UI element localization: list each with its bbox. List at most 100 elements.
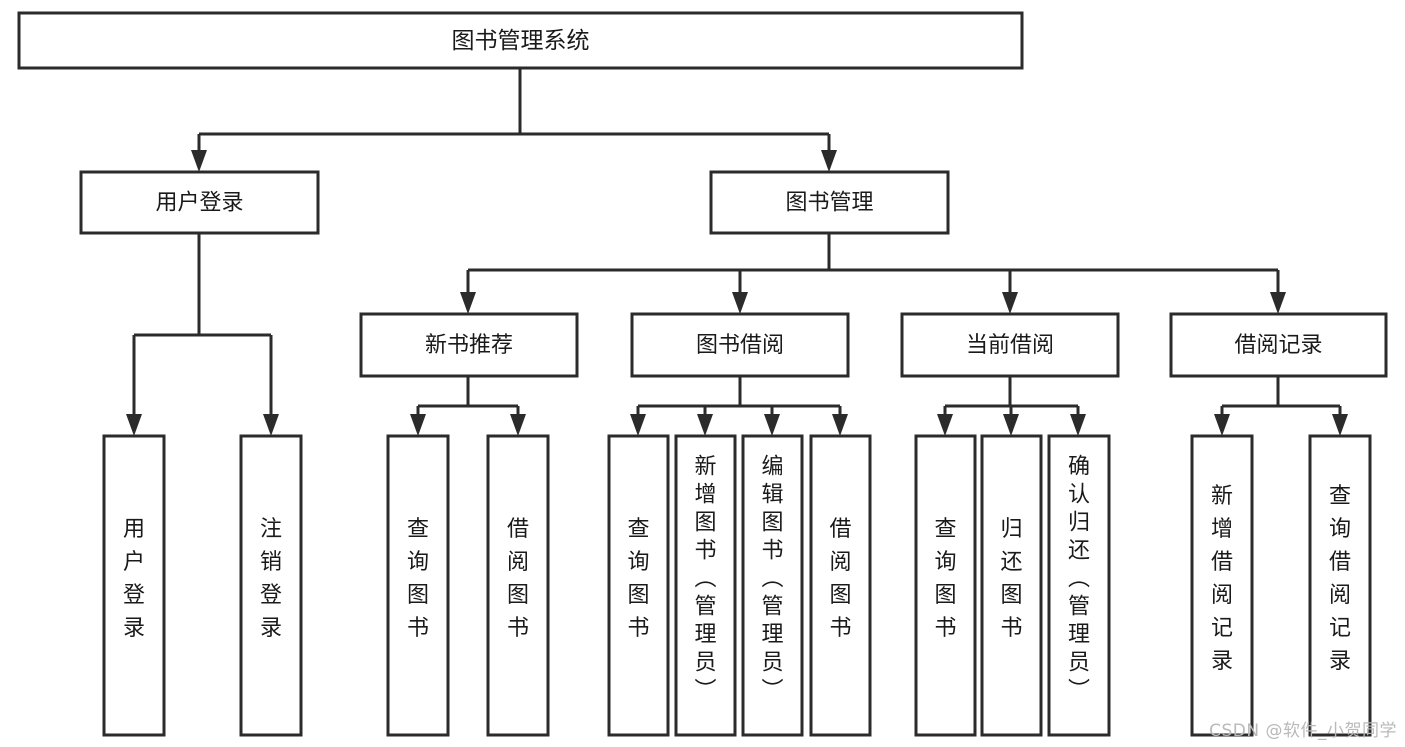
node-label: 新增借阅记录 <box>1211 484 1233 674</box>
node-box[interactable] <box>914 434 977 737</box>
node-root[interactable]: 图书管理系统 <box>17 11 1024 70</box>
node-label-char: 登 <box>123 583 145 608</box>
node-leaf-add-record[interactable]: 新增借阅记录 <box>1190 434 1254 737</box>
node-box[interactable] <box>239 434 303 737</box>
node-box[interactable] <box>741 434 804 737</box>
node-leaf-user-login[interactable]: 用户登录 <box>102 434 166 737</box>
node-box[interactable] <box>607 434 670 737</box>
arrowhead-icon <box>630 414 646 436</box>
node-label-char: 书 <box>1000 616 1022 641</box>
node-label-char: 图 <box>761 511 783 536</box>
node-label-char: 增 <box>1211 517 1233 542</box>
node-label-char: 询 <box>407 550 429 575</box>
node-label-char: 书 <box>694 539 716 564</box>
connector-root <box>191 68 837 172</box>
node-leaf-borrow-book-2[interactable]: 借阅图书 <box>809 434 872 737</box>
node-label: 当前借阅 <box>966 333 1054 358</box>
node-box[interactable] <box>980 434 1043 737</box>
node-label-char: 理 <box>1068 623 1090 648</box>
node-label-char: 书 <box>507 616 529 641</box>
node-book-manage[interactable]: 图书管理 <box>709 170 950 235</box>
arrowhead-icon <box>1270 292 1286 314</box>
node-label-char: 认 <box>1068 483 1090 508</box>
node-label: 用户登录 <box>123 517 145 641</box>
node-label: 编辑图书︵管理员︶ <box>761 455 783 704</box>
node-label-char: 录 <box>260 616 282 641</box>
node-user-login[interactable]: 用户登录 <box>79 170 320 235</box>
node-label-char: 询 <box>1329 517 1351 542</box>
node-label-char: 归 <box>1000 517 1022 542</box>
node-label-char: 确 <box>1068 455 1090 480</box>
node-leaf-confirm-return[interactable]: 确认归还︵管理员︶ <box>1047 434 1111 737</box>
connector-user-login <box>126 233 279 436</box>
node-label-char: ︶ <box>761 679 783 704</box>
node-label-char: 阅 <box>829 550 851 575</box>
node-label-char: 新 <box>1211 484 1233 509</box>
node-label-char: 图 <box>407 583 429 608</box>
node-leaf-add-book[interactable]: 新增图书︵管理员︶ <box>674 434 737 737</box>
arrowhead-icon <box>126 414 142 436</box>
node-label-char: 编 <box>761 455 783 480</box>
node-box[interactable] <box>1169 312 1388 378</box>
node-label-char: 图 <box>829 583 851 608</box>
node-box[interactable] <box>17 11 1024 70</box>
node-leaf-return-book[interactable]: 归还图书 <box>980 434 1043 737</box>
arrowhead-icon <box>1003 414 1019 436</box>
arrowhead-icon <box>191 150 207 172</box>
arrowhead-icon <box>732 292 748 314</box>
node-leaf-logout-login[interactable]: 注销登录 <box>239 434 303 737</box>
node-label-char: 注 <box>260 517 282 542</box>
nodes-layer: 图书管理系统用户登录图书管理新书推荐图书借阅当前借阅借阅记录用户登录注销登录查询… <box>17 11 1388 737</box>
node-label-char: 阅 <box>1211 583 1233 608</box>
node-label-char: 书 <box>829 616 851 641</box>
node-label: 查询图书 <box>407 517 429 641</box>
node-box[interactable] <box>79 170 320 235</box>
node-label-char: 查 <box>627 517 649 542</box>
node-label-char: 书 <box>934 616 956 641</box>
node-borrow-record[interactable]: 借阅记录 <box>1169 312 1388 378</box>
node-label-char: 阅 <box>1329 583 1351 608</box>
arrowhead-icon <box>937 414 953 436</box>
node-box[interactable] <box>809 434 872 737</box>
node-box[interactable] <box>1190 434 1254 737</box>
connector-book-manage <box>460 233 1286 314</box>
node-leaf-query-book-1[interactable]: 查询图书 <box>386 434 450 737</box>
node-label-char: 书 <box>761 539 783 564</box>
node-box[interactable] <box>486 434 550 737</box>
node-leaf-query-book-3[interactable]: 查询图书 <box>914 434 977 737</box>
node-box[interactable] <box>630 312 850 378</box>
node-label-char: 新 <box>694 455 716 480</box>
node-label-char: 书 <box>407 616 429 641</box>
arrowhead-icon <box>460 292 476 314</box>
node-box[interactable] <box>386 434 450 737</box>
node-label-char: 员 <box>761 651 783 676</box>
node-leaf-borrow-book-1[interactable]: 借阅图书 <box>486 434 550 737</box>
arrowhead-icon <box>1214 414 1230 436</box>
arrowhead-icon <box>410 414 426 436</box>
node-box[interactable] <box>674 434 737 737</box>
node-leaf-query-book-2[interactable]: 查询图书 <box>607 434 670 737</box>
node-label: 查询借阅记录 <box>1329 484 1351 674</box>
node-label: 借阅图书 <box>829 517 851 641</box>
node-book-borrow[interactable]: 图书借阅 <box>630 312 850 378</box>
node-box[interactable] <box>709 170 950 235</box>
node-new-book-rec[interactable]: 新书推荐 <box>359 312 579 378</box>
node-label: 新书推荐 <box>425 333 513 358</box>
node-leaf-query-record[interactable]: 查询借阅记录 <box>1308 434 1372 737</box>
node-leaf-edit-book[interactable]: 编辑图书︵管理员︶ <box>741 434 804 737</box>
node-label-char: 管 <box>761 595 783 620</box>
node-current-borrow[interactable]: 当前借阅 <box>900 312 1120 378</box>
node-box[interactable] <box>102 434 166 737</box>
arrowhead-icon <box>697 414 713 436</box>
arrowhead-icon <box>1070 414 1086 436</box>
node-label: 图书借阅 <box>696 333 784 358</box>
node-label-char: 记 <box>1329 616 1351 641</box>
node-label-char: 图 <box>627 583 649 608</box>
arrowhead-icon <box>764 414 780 436</box>
node-box[interactable] <box>1308 434 1372 737</box>
node-label-char: 借 <box>507 517 529 542</box>
node-label-char: 录 <box>123 616 145 641</box>
node-box[interactable] <box>900 312 1120 378</box>
node-box[interactable] <box>359 312 579 378</box>
node-box[interactable] <box>1047 434 1111 737</box>
